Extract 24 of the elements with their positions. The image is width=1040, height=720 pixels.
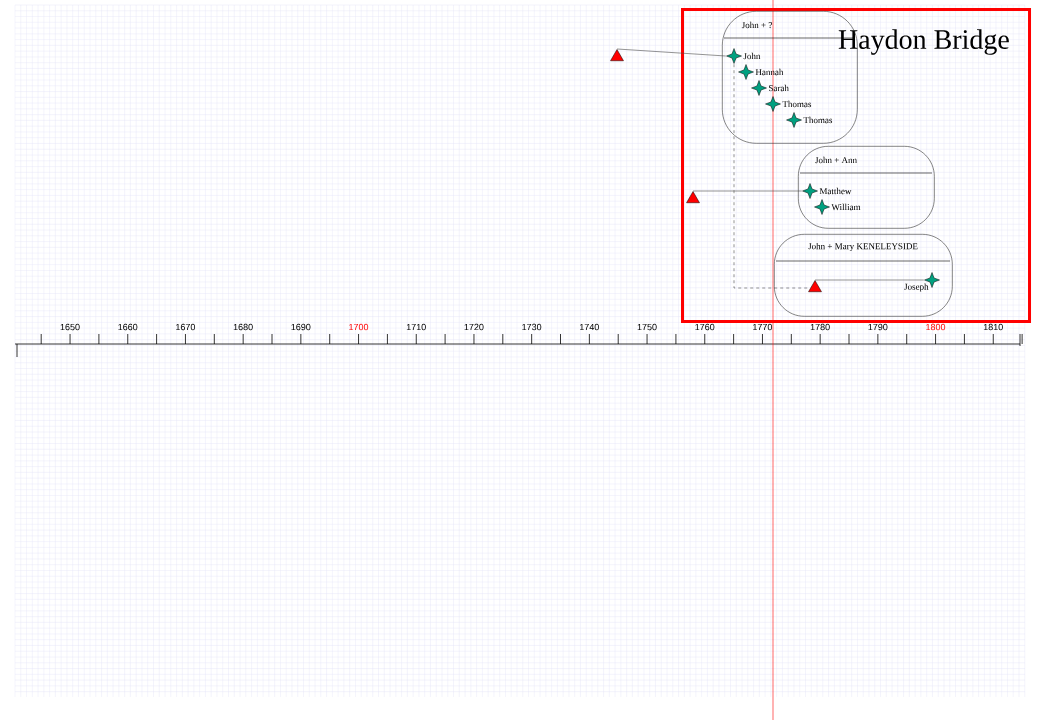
year-label: 1750 bbox=[637, 323, 657, 331]
year-label: 1770 bbox=[753, 323, 773, 331]
connector-line bbox=[814, 279, 925, 281]
triangle-marker bbox=[808, 280, 822, 292]
year-label: 1700 bbox=[349, 323, 369, 331]
year-label: 1760 bbox=[695, 323, 715, 331]
triangle-marker bbox=[686, 191, 700, 203]
year-label: 1800 bbox=[926, 323, 946, 331]
year-label: 1780 bbox=[810, 323, 830, 331]
year-label: 1680 bbox=[233, 323, 253, 331]
year-label: 1650 bbox=[60, 323, 80, 331]
year-label: 1670 bbox=[176, 323, 196, 331]
year-label: 1720 bbox=[464, 323, 484, 331]
dashed-connector bbox=[733, 63, 811, 289]
year-label: 1790 bbox=[868, 323, 888, 331]
year-label: 1710 bbox=[406, 323, 426, 331]
connector-line bbox=[616, 48, 727, 57]
year-label: 1690 bbox=[291, 323, 311, 331]
year-label: 1730 bbox=[522, 323, 542, 331]
triangle-marker bbox=[610, 49, 624, 61]
year-label: 1740 bbox=[580, 323, 599, 331]
connector-line bbox=[692, 190, 803, 192]
year-label: 1810 bbox=[983, 323, 1003, 331]
year-label: 1660 bbox=[118, 323, 138, 331]
